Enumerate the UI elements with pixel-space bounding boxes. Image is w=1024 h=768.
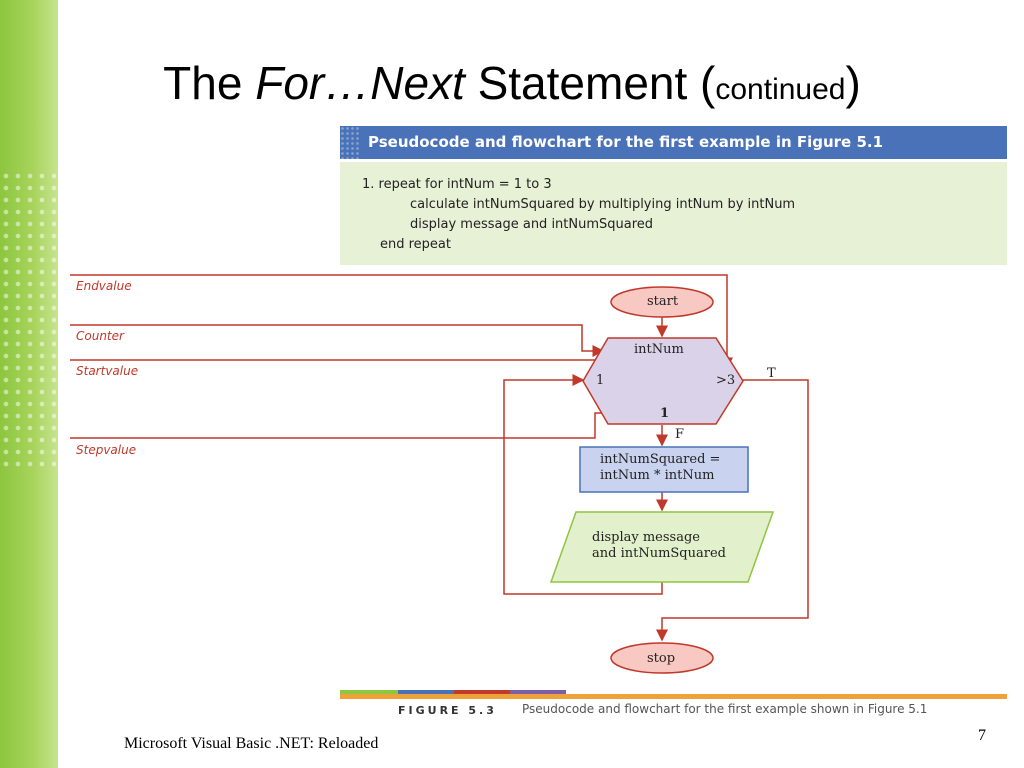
counter-connector <box>70 324 605 357</box>
slide-title: The For…Next Statement (continued) <box>0 58 1024 109</box>
figure-stripe-blue <box>398 690 454 694</box>
process-line-2: intNum * intNum <box>600 468 715 483</box>
title-middle: Statement ( <box>464 57 716 109</box>
step-value-label: 1 <box>660 406 670 421</box>
loop-back-arrow <box>503 374 663 595</box>
decorative-dot-pattern <box>0 170 58 470</box>
start-value-label: 1 <box>596 373 605 388</box>
stepvalue-connector <box>70 407 657 439</box>
pseudocode-header-band <box>360 126 1007 159</box>
title-prefix: The <box>163 57 256 109</box>
figure-stripe-purple <box>510 690 566 694</box>
loop-hexagon <box>582 337 744 425</box>
true-branch-arrow <box>656 379 809 642</box>
title-continued: continued <box>715 73 846 106</box>
figure-caption: Pseudocode and flowchart for the first e… <box>522 702 928 716</box>
counter-label: Counter <box>76 329 124 343</box>
start-terminal <box>610 286 714 318</box>
pseudocode-line-3: display message and intNumSquared <box>410 217 654 232</box>
figure-stripe-green <box>340 690 398 694</box>
pseudocode-line-2: calculate intNumSquared by multiplying i… <box>410 197 796 212</box>
output-line-1: display message <box>592 530 700 545</box>
end-test-label: >3 <box>716 373 736 388</box>
decorative-left-bar <box>0 0 58 768</box>
figure-bar <box>340 694 1007 699</box>
figure-stripe-red <box>454 690 510 694</box>
endvalue-connector <box>70 274 733 370</box>
startvalue-connector <box>70 359 606 374</box>
true-label: T <box>767 366 776 381</box>
output-line-2: and intNumSquared <box>592 546 726 561</box>
stop-terminal <box>610 642 714 674</box>
start-label: start <box>647 294 679 309</box>
process-line-1: intNumSquared = <box>600 452 721 467</box>
stepvalue-label: Stepvalue <box>76 443 137 457</box>
figure-label: FIGURE 5.3 <box>398 704 497 717</box>
false-label: F <box>675 427 685 442</box>
page-number: 7 <box>978 727 986 744</box>
startvalue-label: Startvalue <box>76 364 139 378</box>
loop-variable-label: intNum <box>634 342 684 357</box>
title-suffix: ) <box>845 57 861 109</box>
stop-label: stop <box>647 651 676 666</box>
title-italic: For…Next <box>255 57 465 109</box>
pseudocode-line-4: end repeat <box>380 237 451 252</box>
pseudocode-body <box>340 162 1007 265</box>
pseudocode-line-1: 1. repeat for intNum = 1 to 3 <box>362 177 552 192</box>
output-parallelogram <box>549 511 775 583</box>
process-box <box>579 446 749 493</box>
pseudocode-header: Pseudocode and flowchart for the first e… <box>368 133 884 151</box>
footer-text: Microsoft Visual Basic .NET: Reloaded <box>124 735 379 752</box>
endvalue-label: Endvalue <box>76 279 132 293</box>
